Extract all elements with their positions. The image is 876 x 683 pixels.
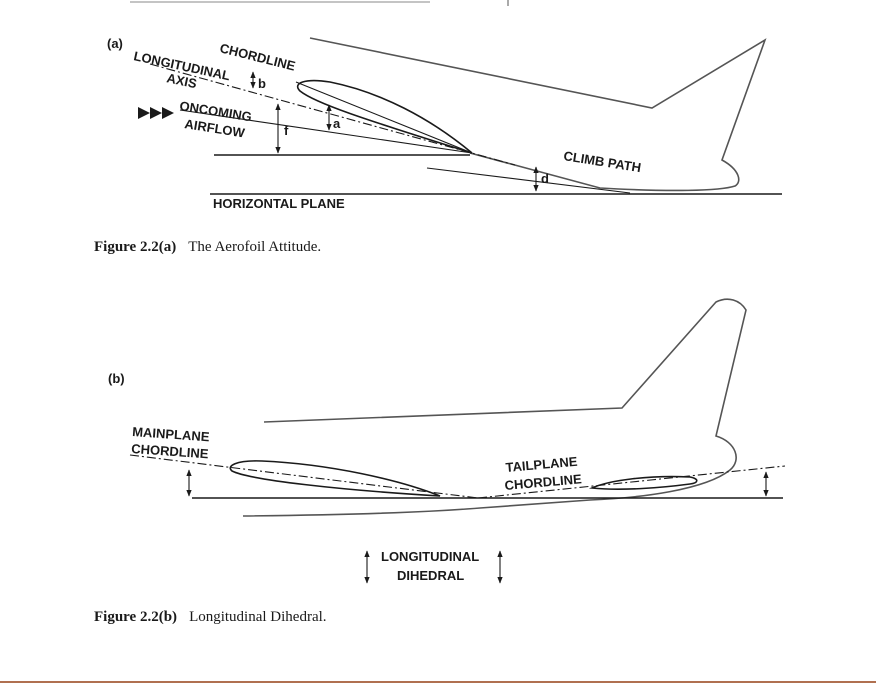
mainplane-chordline-line [129,454,479,499]
label-mainplane: MAINPLANE [132,424,210,444]
chordline-line [295,81,473,154]
figure-a-tag: (a) [107,36,123,51]
tailplane-aerofoil [588,475,698,491]
label-mainplane-chordline: CHORDLINE [131,441,209,461]
caption-a-text: The Aerofoil Attitude. [188,239,321,255]
label-angle-f: f [284,123,289,138]
climb-path-line [426,167,631,194]
label-longitudinal-dihedral-2: DIHEDRAL [397,568,464,583]
label-axis: AXIS [165,70,198,91]
aerofoil-a [296,79,473,154]
label-angle-a: a [333,116,341,131]
caption-a-number: Figure 2.2(a) [94,239,176,255]
aircraft-body-b [242,298,747,517]
longitudinal-axis-line [149,63,516,166]
aircraft-body-a [309,37,767,192]
mainplane-aerofoil [229,460,441,497]
caption-b-number: Figure 2.2(b) [94,609,177,625]
caption-a: Figure 2.2(a) The Aerofoil Attitude. [94,239,321,255]
airflow-line [179,109,473,154]
figure-b-tag: (b) [108,371,125,386]
label-angle-d: d [541,171,549,186]
label-climb-path: CLIMB PATH [563,148,643,175]
oncoming-airflow-arrows-icon [138,107,174,119]
label-angle-b: b [258,76,266,91]
figure-a: (a) CHORDLINE LONGITUDINAL AXIS ON [107,36,782,211]
caption-b: Figure 2.2(b) Longitudinal Dihedral. [94,609,327,625]
figure-b: (b) MAINPLANE CHORDLINE TAILPLANE CHORDL… [108,298,786,584]
label-horizontal-plane: HORIZONTAL PLANE [213,196,345,211]
caption-b-text: Longitudinal Dihedral. [189,609,326,625]
label-tailplane: TAILPLANE [505,454,578,475]
label-tailplane-chordline: CHORDLINE [504,471,583,493]
tailplane-chordline-line [477,465,786,499]
label-longitudinal-dihedral-1: LONGITUDINAL [381,549,479,564]
